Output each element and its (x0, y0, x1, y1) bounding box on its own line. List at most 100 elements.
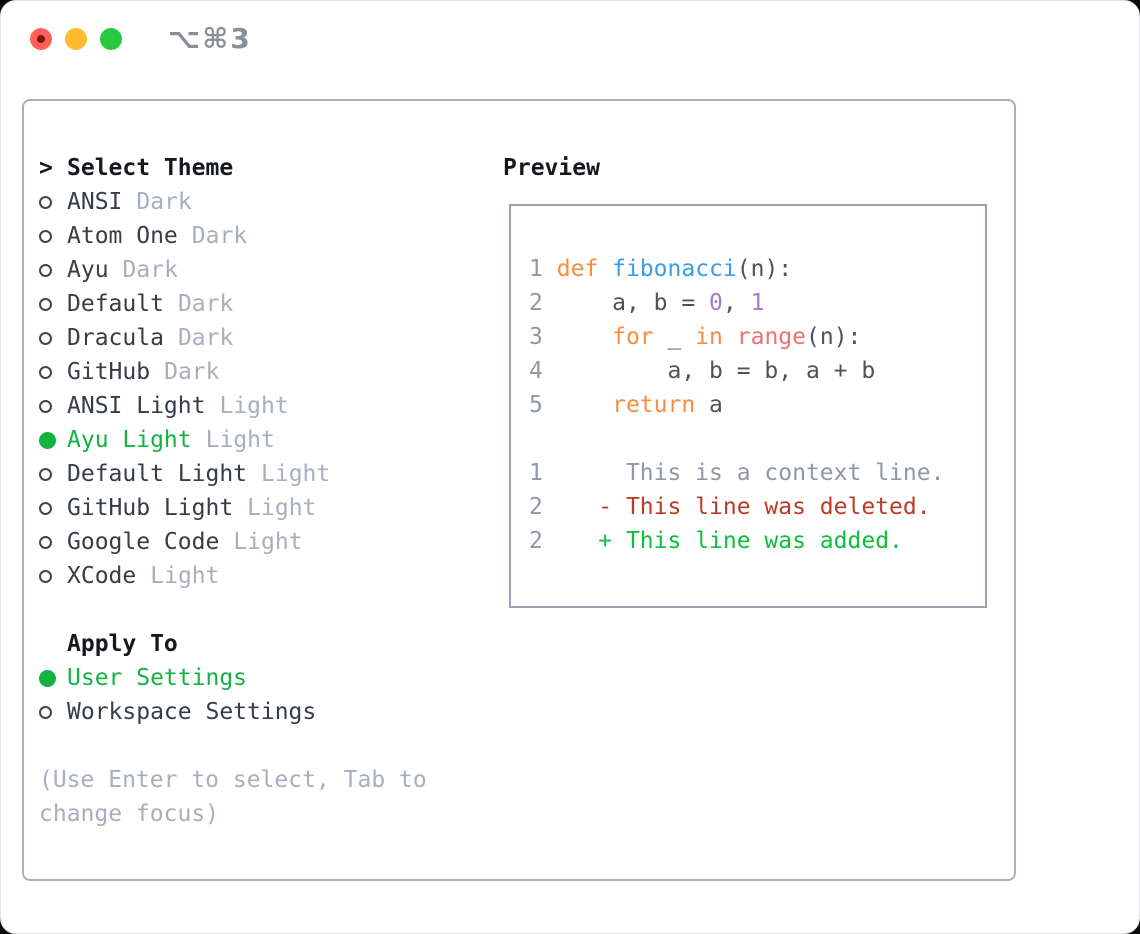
zoom-button[interactable] (100, 28, 122, 50)
radio-unselected-icon (39, 365, 52, 379)
code-segment-fg (543, 392, 612, 418)
spacer (39, 593, 501, 627)
code-segment-fg: _ (653, 324, 696, 350)
theme-option-ayu[interactable]: Ayu Dark (39, 253, 501, 287)
line-number: 2 (529, 494, 543, 520)
code-segment-kw: in (695, 324, 723, 350)
code-segment-kw: def (556, 256, 599, 282)
help-text: (Use Enter to select, Tab to (39, 767, 427, 793)
apply-to-title: Apply To (67, 631, 178, 657)
radio-unselected-icon (39, 297, 52, 311)
code-segment-fg: (n): (806, 324, 862, 350)
line-number: 1 (529, 256, 543, 282)
code-segment-ctx: This is a context line. (542, 460, 945, 486)
theme-variant-label: Light (261, 461, 331, 487)
title-bar: ⌥⌘3 (1, 1, 1139, 77)
radio-unselected-icon (39, 399, 52, 413)
theme-option-default[interactable]: Default Dark (39, 287, 501, 321)
theme-option-xcode[interactable]: XCode Light (39, 559, 501, 593)
select-theme-title: Select Theme (67, 155, 234, 181)
theme-variant-label: Light (233, 529, 303, 555)
code-segment-num: 1 (750, 290, 765, 316)
apply-option-user-settings[interactable]: User Settings (39, 661, 501, 695)
theme-variant-label: Dark (191, 223, 248, 249)
code-segment-fg: a, b = b, a + b (542, 358, 876, 384)
apply-option-workspace-settings[interactable]: Workspace Settings (39, 695, 501, 729)
line-number: 4 (529, 358, 543, 384)
code-segment-kw: for (612, 324, 654, 350)
option-label: Ayu (67, 257, 109, 283)
traffic-lights (30, 28, 122, 50)
preview-line: 2 + This line was added. (529, 524, 985, 558)
preview-line (529, 422, 985, 456)
option-label: User Settings (67, 665, 248, 691)
option-label: Ayu Light (67, 427, 192, 453)
option-label: GitHub Light (67, 495, 234, 521)
radio-selected-icon (39, 669, 56, 687)
radio-unselected-icon (39, 569, 52, 583)
close-button[interactable] (30, 28, 52, 50)
line-number: 3 (529, 324, 543, 350)
option-label: XCode (67, 563, 137, 589)
code-segment-fg (598, 256, 612, 282)
prompt-icon: > (39, 155, 53, 181)
theme-option-dracula[interactable]: Dracula Dark (39, 321, 501, 355)
preview-title: Preview (503, 155, 600, 181)
radio-selected-icon (39, 431, 56, 449)
theme-variant-label: Light (150, 563, 220, 589)
option-label: ANSI (67, 189, 123, 215)
option-label: Google Code (67, 529, 220, 555)
line-number: 2 (529, 290, 543, 316)
line-number: 1 (529, 460, 543, 486)
window-shortcut-label: ⌥⌘3 (168, 22, 252, 55)
code-segment-fg: a (695, 392, 723, 418)
radio-unselected-icon (39, 705, 52, 719)
help-text-line-1: (Use Enter to select, Tab to (39, 763, 501, 797)
theme-option-default-light[interactable]: Default Light Light (39, 457, 501, 491)
code-segment-del: - This line was deleted. (542, 494, 931, 520)
radio-unselected-icon (39, 467, 52, 481)
theme-variant-label: Dark (177, 291, 234, 317)
apply-to-header: Apply To (39, 627, 501, 661)
theme-variant-label: Dark (177, 325, 234, 351)
code-segment-kw: return (612, 392, 696, 418)
option-label: Default Light (67, 461, 248, 487)
code-segment-fg: (n): (736, 256, 793, 282)
option-label: Workspace Settings (67, 699, 317, 725)
radio-unselected-icon (39, 501, 52, 515)
option-label: Dracula (67, 325, 164, 351)
radio-unselected-icon (39, 229, 52, 243)
code-segment-fg: a, b = (542, 290, 710, 316)
code-segment-fg: , (722, 290, 751, 316)
preview-line: 1 This is a context line. (529, 456, 985, 490)
option-label: Default (67, 291, 164, 317)
theme-option-google-code[interactable]: Google Code Light (39, 525, 501, 559)
line-number: 5 (529, 392, 543, 418)
radio-unselected-icon (39, 535, 52, 549)
minimize-button[interactable] (65, 28, 87, 50)
help-text: change focus) (39, 801, 220, 827)
code-segment-fg (543, 256, 557, 282)
code-segment-add: + This line was added. (542, 528, 903, 554)
theme-variant-label: Dark (122, 257, 178, 283)
theme-option-ayu-light[interactable]: Ayu Light Light (39, 423, 501, 457)
help-text-line-2: change focus) (39, 797, 501, 831)
radio-unselected-icon (39, 195, 52, 209)
theme-variant-label: Light (205, 427, 275, 453)
option-label: ANSI Light (67, 393, 206, 419)
preview-line: 2 a, b = 0, 1 (529, 286, 985, 320)
code-segment-sp: range (736, 324, 807, 350)
preview-line: 3 for _ in range(n): (529, 320, 985, 354)
spacer (39, 729, 501, 763)
code-segment-num: 0 (709, 290, 723, 316)
